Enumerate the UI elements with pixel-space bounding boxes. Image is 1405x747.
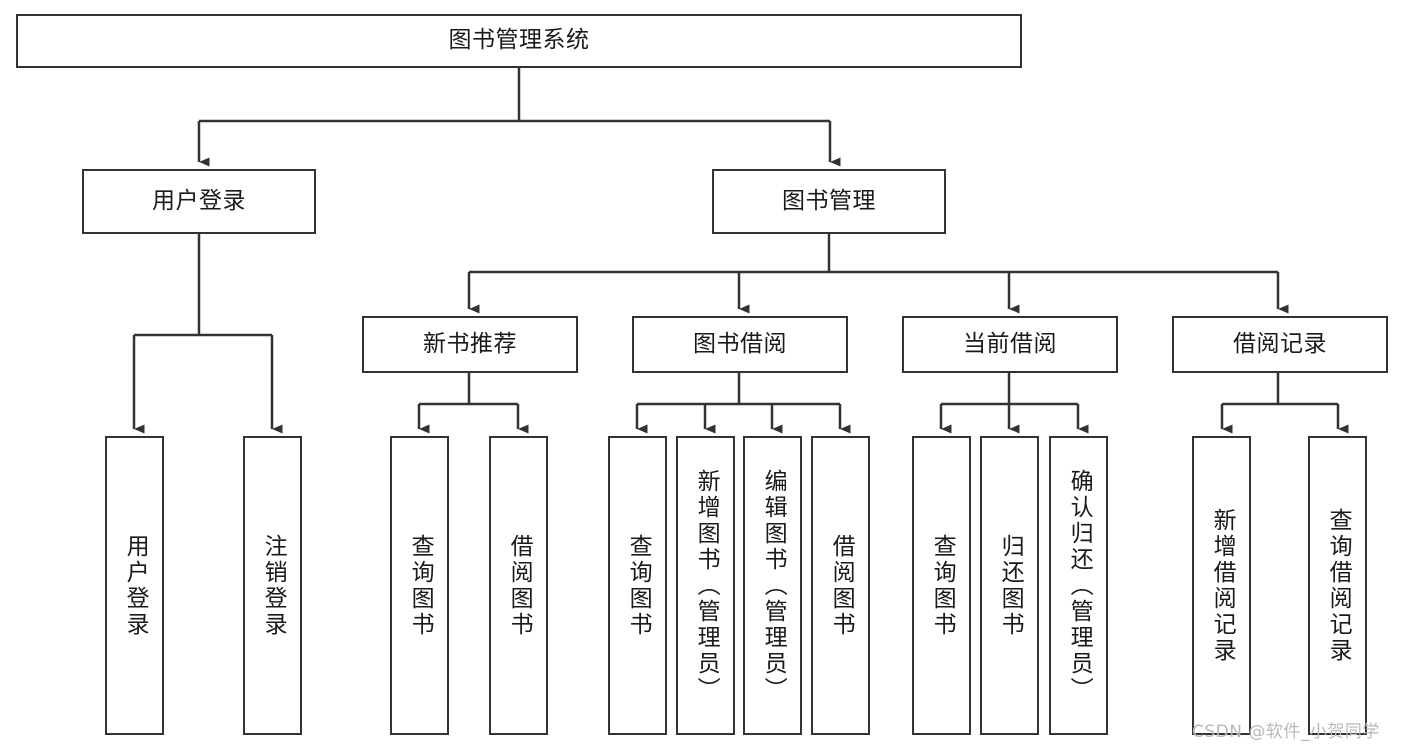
node-borrow-record-label: 借阅记录 (1233, 330, 1327, 357)
leaf-query-book-2-label: 查询图书 (625, 533, 652, 638)
node-book-manage-label: 图书管理 (782, 187, 876, 214)
node-current-borrow[interactable]: 当前借阅 (902, 316, 1118, 373)
csdn-watermark: CSDN @软件_小贺同学 (1192, 722, 1380, 742)
leaf-add-record[interactable]: 新增借阅记录 (1192, 436, 1251, 735)
leaf-query-record[interactable]: 查询借阅记录 (1308, 436, 1367, 735)
leaf-user-login[interactable]: 用户登录 (105, 436, 164, 735)
node-user-login[interactable]: 用户登录 (82, 169, 316, 234)
node-new-book-recommend[interactable]: 新书推荐 (362, 316, 578, 373)
leaf-user-login-label: 用户登录 (122, 533, 149, 638)
leaf-add-record-label: 新增借阅记录 (1209, 507, 1236, 664)
node-current-borrow-label: 当前借阅 (963, 330, 1057, 357)
leaf-confirm-return-label: 确认归还（管理员） (1066, 468, 1093, 703)
leaf-query-record-label: 查询借阅记录 (1325, 507, 1352, 664)
node-new-book-recommend-label: 新书推荐 (423, 330, 517, 357)
leaf-borrow-book-2-label: 借阅图书 (828, 533, 855, 638)
node-book-borrow-label: 图书借阅 (693, 330, 787, 357)
node-book-borrow[interactable]: 图书借阅 (632, 316, 848, 373)
leaf-borrow-book-2[interactable]: 借阅图书 (811, 436, 870, 735)
leaf-return-book-label: 归还图书 (997, 533, 1024, 638)
leaf-add-book[interactable]: 新增图书（管理员） (676, 436, 735, 735)
node-root[interactable]: 图书管理系统 (16, 14, 1022, 68)
leaf-confirm-return[interactable]: 确认归还（管理员） (1049, 436, 1108, 735)
leaf-edit-book[interactable]: 编辑图书（管理员） (743, 436, 802, 735)
leaf-add-book-label: 新增图书（管理员） (693, 468, 720, 703)
node-user-login-label: 用户登录 (152, 187, 246, 214)
leaf-query-book-2[interactable]: 查询图书 (608, 436, 667, 735)
leaf-edit-book-label: 编辑图书（管理员） (760, 468, 787, 703)
node-root-label: 图书管理系统 (448, 27, 590, 54)
leaf-user-logout-label: 注销登录 (260, 533, 287, 638)
leaf-query-book-1-label: 查询图书 (407, 533, 434, 638)
leaf-user-logout[interactable]: 注销登录 (243, 436, 302, 735)
leaf-borrow-book-1-label: 借阅图书 (506, 533, 533, 638)
leaf-borrow-book-1[interactable]: 借阅图书 (489, 436, 548, 735)
leaf-query-book-1[interactable]: 查询图书 (390, 436, 449, 735)
leaf-return-book[interactable]: 归还图书 (980, 436, 1039, 735)
leaf-query-book-3[interactable]: 查询图书 (912, 436, 971, 735)
node-borrow-record[interactable]: 借阅记录 (1172, 316, 1388, 373)
node-book-manage[interactable]: 图书管理 (712, 169, 946, 234)
leaf-query-book-3-label: 查询图书 (929, 533, 956, 638)
